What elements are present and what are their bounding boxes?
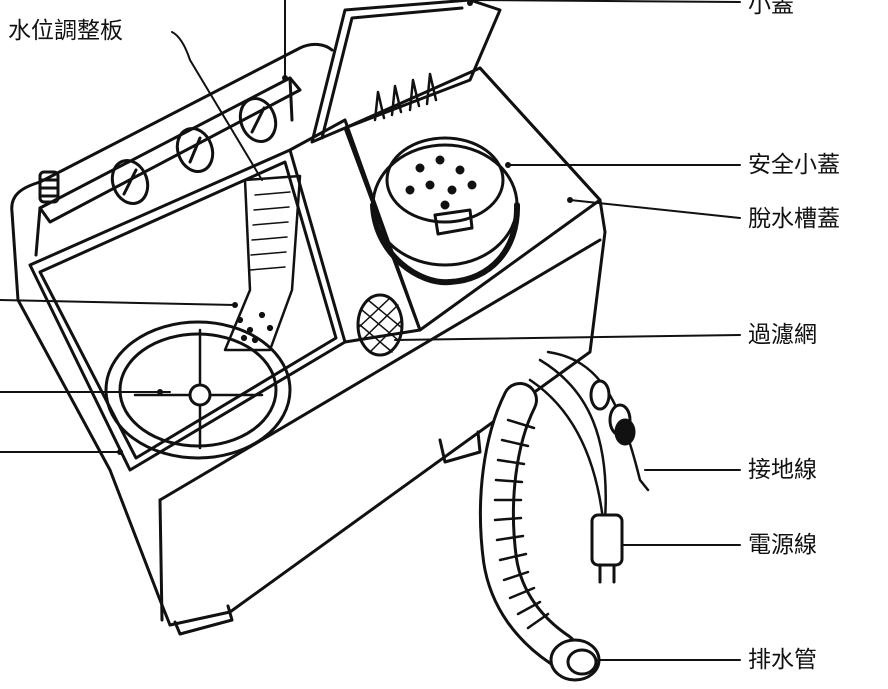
label-drain-hose: 排水管	[748, 646, 817, 674]
label-power-cord: 電源線	[748, 531, 817, 559]
label-ground-wire: 接地線	[748, 456, 817, 484]
leader-lines	[0, 0, 740, 660]
wash-tub	[30, 150, 345, 470]
label-safety-small-lid: 安全小蓋	[748, 151, 840, 179]
cords	[530, 352, 648, 582]
power-plug	[592, 515, 622, 565]
label-spin-tub-lid: 脫水槽蓋	[748, 205, 840, 233]
label-filter-net: 過濾網	[748, 321, 817, 349]
filter-net	[358, 295, 402, 355]
leader-dots	[117, 0, 573, 455]
label-small-lid: 小蓋	[748, 0, 794, 19]
water-level-board-shape	[225, 176, 300, 350]
label-water-level-board: 水位調整板	[8, 17, 123, 45]
spin-tub	[345, 68, 600, 330]
